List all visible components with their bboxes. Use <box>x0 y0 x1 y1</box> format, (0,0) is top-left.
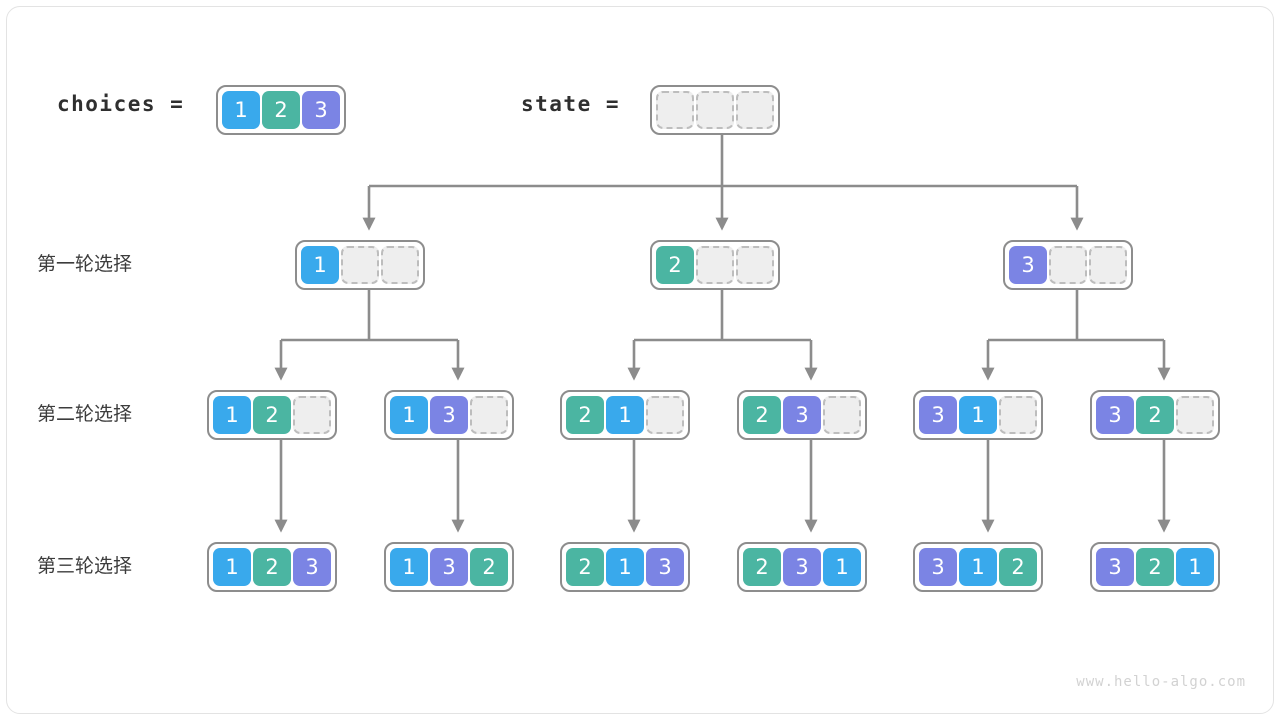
node-r3-2-cell-0: 1 <box>390 548 428 586</box>
node-round-1-1: 1 <box>295 240 425 290</box>
node-r2-1-cell-0: 1 <box>213 396 251 434</box>
node-round-1-2: 2 <box>650 240 780 290</box>
node-r2-4-cell-2 <box>823 396 861 434</box>
row-label-round-3: 第三轮选择 <box>37 555 133 577</box>
node-r3-5-cell-2: 2 <box>999 548 1037 586</box>
row-label-round-1: 第一轮选择 <box>37 253 133 275</box>
node-r2-5-cell-1: 1 <box>959 396 997 434</box>
node-r1-1-cell-1 <box>341 246 379 284</box>
card-frame <box>6 6 1274 714</box>
node-r1-3-cell-0: 3 <box>1009 246 1047 284</box>
node-r3-4-cell-0: 2 <box>743 548 781 586</box>
node-r3-2-cell-1: 3 <box>430 548 468 586</box>
node-r3-4-cell-1: 3 <box>783 548 821 586</box>
node-r3-1-cell-2: 3 <box>293 548 331 586</box>
node-r2-6-cell-2 <box>1176 396 1214 434</box>
node-r2-1-cell-2 <box>293 396 331 434</box>
node-round-1-3: 3 <box>1003 240 1133 290</box>
node-r2-5-cell-2 <box>999 396 1037 434</box>
state-cell-2 <box>736 91 774 129</box>
node-r3-2-cell-2: 2 <box>470 548 508 586</box>
node-r3-6-cell-0: 3 <box>1096 548 1134 586</box>
state-cell-0 <box>656 91 694 129</box>
node-r1-3-cell-2 <box>1089 246 1127 284</box>
node-r3-5-cell-0: 3 <box>919 548 957 586</box>
node-r2-3-cell-2 <box>646 396 684 434</box>
state-label: state = <box>521 92 621 116</box>
choices-cell-1: 2 <box>262 91 300 129</box>
choices-label: choices = <box>57 92 185 116</box>
watermark: www.hello-algo.com <box>1076 674 1246 690</box>
node-r3-6-cell-1: 2 <box>1136 548 1174 586</box>
node-r2-4-cell-1: 3 <box>783 396 821 434</box>
node-r3-3-cell-0: 2 <box>566 548 604 586</box>
node-r2-2-cell-0: 1 <box>390 396 428 434</box>
node-r1-1-cell-0: 1 <box>301 246 339 284</box>
node-r3-3-cell-1: 1 <box>606 548 644 586</box>
node-r1-2-cell-2 <box>736 246 774 284</box>
node-r3-1-cell-1: 2 <box>253 548 291 586</box>
node-r3-5-cell-1: 1 <box>959 548 997 586</box>
node-r2-2-cell-2 <box>470 396 508 434</box>
node-r3-1-cell-0: 1 <box>213 548 251 586</box>
state-cell-1 <box>696 91 734 129</box>
node-r1-2-cell-0: 2 <box>656 246 694 284</box>
row-label-round-2: 第二轮选择 <box>37 403 133 425</box>
node-r2-6-cell-0: 3 <box>1096 396 1134 434</box>
node-r2-2-cell-1: 3 <box>430 396 468 434</box>
node-r1-1-cell-2 <box>381 246 419 284</box>
node-r1-2-cell-1 <box>696 246 734 284</box>
node-r2-5-cell-0: 3 <box>919 396 957 434</box>
node-r2-4-cell-0: 2 <box>743 396 781 434</box>
node-r1-3-cell-1 <box>1049 246 1087 284</box>
node-r2-3-cell-1: 1 <box>606 396 644 434</box>
node-r2-1-cell-1: 2 <box>253 396 291 434</box>
choices-cell-0: 1 <box>222 91 260 129</box>
node-r3-4-cell-2: 1 <box>823 548 861 586</box>
node-r3-6-cell-2: 1 <box>1176 548 1214 586</box>
state-array <box>650 85 780 135</box>
node-r2-6-cell-1: 2 <box>1136 396 1174 434</box>
node-r3-3-cell-2: 3 <box>646 548 684 586</box>
node-r2-3-cell-0: 2 <box>566 396 604 434</box>
choices-cell-2: 3 <box>302 91 340 129</box>
